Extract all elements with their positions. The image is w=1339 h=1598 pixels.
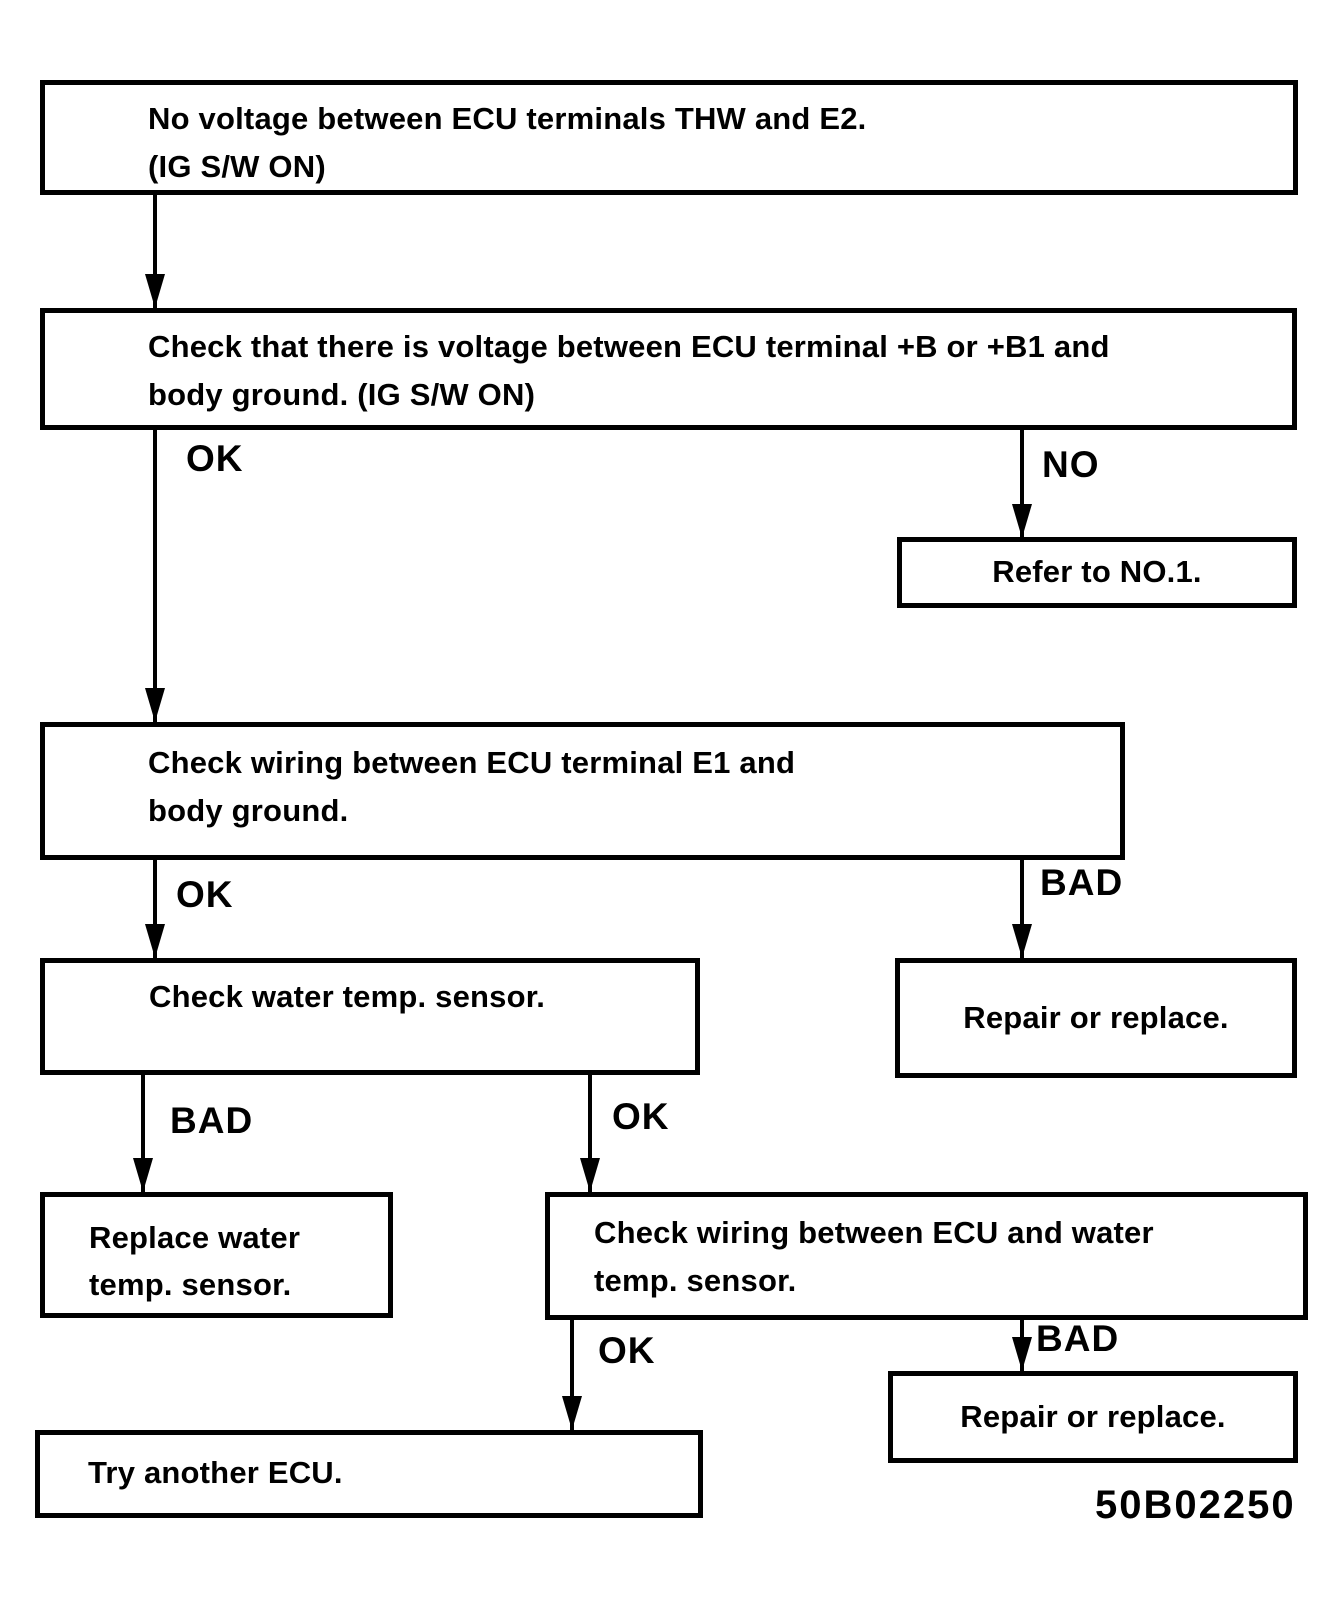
- branch-label-no: NO: [1042, 444, 1100, 485]
- node-text-line: Replace water: [89, 1220, 301, 1255]
- flow-node-repair-or-replace-1: Repair or replace.: [895, 958, 1297, 1078]
- connector-check-sensor-to-check-wiring-water: [588, 1075, 592, 1192]
- arrowhead-down-icon: [1012, 504, 1032, 538]
- flow-node-check-voltage: Check that there is voltage between ECU …: [40, 308, 1297, 430]
- flow-node-try-another-ecu: Try another ECU.: [35, 1430, 703, 1518]
- flow-node-check-wiring-e1: Check wiring between ECU terminal E1 and…: [40, 722, 1125, 860]
- connector-check-wiring-water-to-try-ecu: [570, 1318, 574, 1430]
- node-text-line: No voltage between ECU terminals THW and…: [148, 101, 867, 136]
- node-text-line: temp. sensor.: [89, 1266, 292, 1302]
- node-text-line: body ground. (IG S/W ON): [148, 371, 1272, 419]
- node-text-line: Check wiring between ECU terminal E1 and: [148, 745, 796, 780]
- arrowhead-down-icon: [145, 924, 165, 958]
- flow-node-repair-or-replace-2: Repair or replace.: [888, 1371, 1298, 1463]
- branch-label-ok: OK: [598, 1330, 656, 1371]
- branch-label-bad: BAD: [1036, 1318, 1120, 1359]
- connector-check-voltage-to-refer: [1020, 428, 1024, 538]
- flow-node-symptom: No voltage between ECU terminals THW and…: [40, 80, 1298, 195]
- branch-label-bad: BAD: [170, 1100, 254, 1141]
- node-text-bold: (IG S/W ON): [357, 377, 536, 413]
- node-text-line: body ground.: [148, 793, 349, 829]
- branch-label-ok: OK: [612, 1096, 670, 1137]
- node-text: Check water temp. sensor.: [149, 979, 546, 1014]
- flow-node-replace-water-temp-sensor: Replace water temp. sensor.: [40, 1192, 393, 1318]
- node-text-line: Check wiring between ECU and water: [594, 1215, 1154, 1250]
- connector-symptom-to-check-voltage: [153, 193, 157, 308]
- node-text-line: (IG S/W ON): [148, 149, 326, 185]
- branch-label-ok: OK: [176, 874, 234, 915]
- node-text: Repair or replace.: [960, 1398, 1226, 1434]
- figure-code: 50B02250: [1095, 1483, 1296, 1527]
- node-text: Refer to NO.1.: [992, 554, 1202, 590]
- node-text-line: Check that there is voltage between ECU …: [148, 329, 1110, 364]
- flow-node-check-water-temp-sensor: Check water temp. sensor.: [40, 958, 700, 1075]
- branch-label-ok: OK: [186, 438, 244, 479]
- arrowhead-down-icon: [1012, 924, 1032, 958]
- node-text: body ground.: [148, 377, 349, 413]
- arrowhead-down-icon: [145, 274, 165, 308]
- node-text: Try another ECU.: [88, 1455, 343, 1490]
- branch-label-bad: BAD: [1040, 862, 1124, 903]
- node-text: Repair or replace.: [963, 999, 1229, 1035]
- arrowhead-down-icon: [1012, 1337, 1032, 1371]
- connector-check-sensor-to-replace-sensor: [141, 1075, 145, 1192]
- flow-node-refer-no1: Refer to NO.1.: [897, 537, 1297, 608]
- arrowhead-down-icon: [580, 1158, 600, 1192]
- arrowhead-down-icon: [133, 1158, 153, 1192]
- connector-check-voltage-to-check-wiring-e1: [153, 428, 157, 722]
- node-text-line: temp. sensor.: [594, 1263, 797, 1299]
- flow-node-check-wiring-ecu-water: Check wiring between ECU and water temp.…: [545, 1192, 1308, 1320]
- arrowhead-down-icon: [145, 688, 165, 722]
- arrowhead-down-icon: [562, 1396, 582, 1430]
- connector-check-wiring-e1-to-repair-1: [1020, 858, 1024, 958]
- connector-check-wiring-e1-to-check-sensor: [153, 858, 157, 958]
